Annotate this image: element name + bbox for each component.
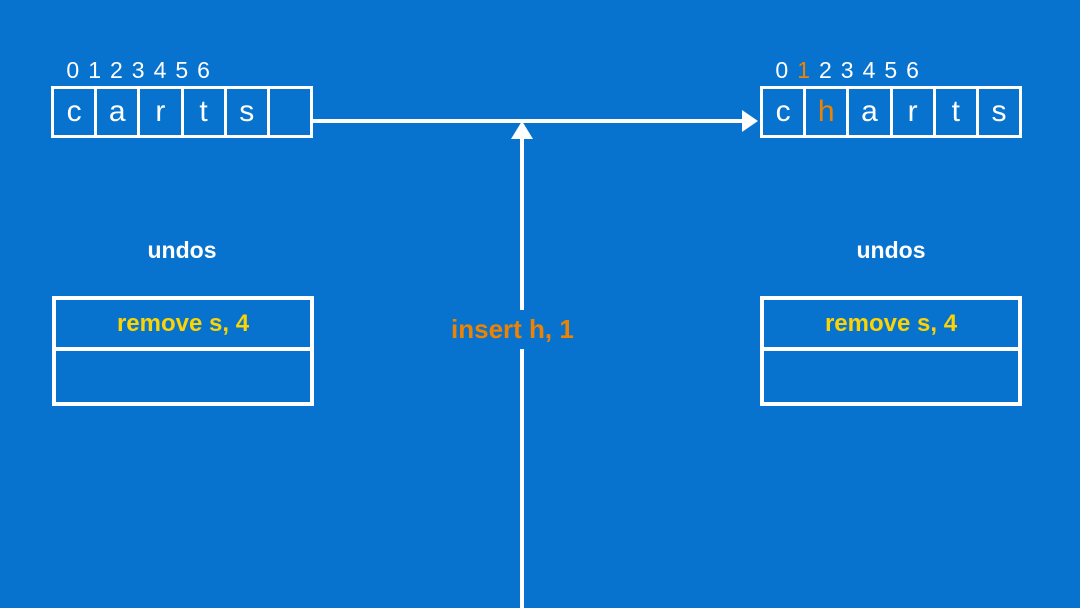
left-array-cell-4[interactable]: s [227, 89, 270, 135]
left-array-index-2: 2 [109, 57, 123, 83]
operation-label: insert h, 1 [441, 310, 584, 349]
left-undos-slot-1[interactable] [56, 351, 310, 402]
right-array-index-2: 2 [818, 57, 832, 83]
right-array-cell-3[interactable]: r [893, 89, 936, 135]
right-array-box: c h a r t s [760, 86, 1022, 138]
right-array-cell-4[interactable]: t [936, 89, 979, 135]
right-array-index-5: 5 [884, 57, 898, 83]
right-array: 0 1 2 3 4 5 6 c h a r t s [760, 56, 1022, 138]
left-array-index-6: 6 [197, 57, 210, 83]
left-array-index-3: 3 [131, 57, 145, 83]
left-array-index-1: 1 [88, 57, 101, 83]
right-undos-slot-0[interactable]: remove s, 4 [764, 300, 1018, 351]
right-array-index-4: 4 [862, 57, 876, 83]
right-array-cell-5[interactable]: s [991, 95, 1007, 128]
left-array-cell-5[interactable] [270, 89, 310, 135]
right-array-index-1: 1 [797, 57, 810, 83]
right-array-index-row: 0 1 2 3 4 5 6 [760, 56, 1022, 82]
operation-arrow-head-icon [511, 121, 533, 139]
left-undos-slot-0[interactable]: remove s, 4 [56, 300, 310, 351]
right-undos-slot-1[interactable] [764, 351, 1018, 402]
right-array-index-6: 6 [906, 57, 919, 83]
left-undos-stack: remove s, 4 [52, 296, 314, 406]
right-array-cell-1[interactable]: h [806, 89, 850, 135]
right-array-index-3: 3 [840, 57, 854, 83]
left-array-cell-2[interactable]: r [140, 89, 184, 135]
right-array-cell-2[interactable]: a [849, 89, 893, 135]
left-array-index-4: 4 [153, 57, 167, 83]
right-undos-title: undos [856, 237, 926, 263]
left-array-index-5: 5 [175, 57, 189, 83]
transition-arrow-head-icon [742, 110, 758, 132]
operation-arrow-shaft [520, 139, 524, 608]
right-array-cell-0[interactable]: c [763, 89, 807, 135]
right-undos-stack: remove s, 4 [760, 296, 1022, 406]
right-array-index-0: 0 [775, 57, 789, 83]
left-undos-title: undos [147, 237, 217, 263]
left-array-cell-3[interactable]: t [184, 89, 227, 135]
left-array: 0 1 2 3 4 5 6 c a r t s [51, 56, 313, 138]
left-array-box: c a r t s [51, 86, 313, 138]
left-array-cell-1[interactable]: a [97, 89, 141, 135]
left-array-index-0: 0 [66, 57, 80, 83]
left-array-cell-0[interactable]: c [54, 89, 98, 135]
left-array-index-row: 0 1 2 3 4 5 6 [51, 56, 313, 82]
